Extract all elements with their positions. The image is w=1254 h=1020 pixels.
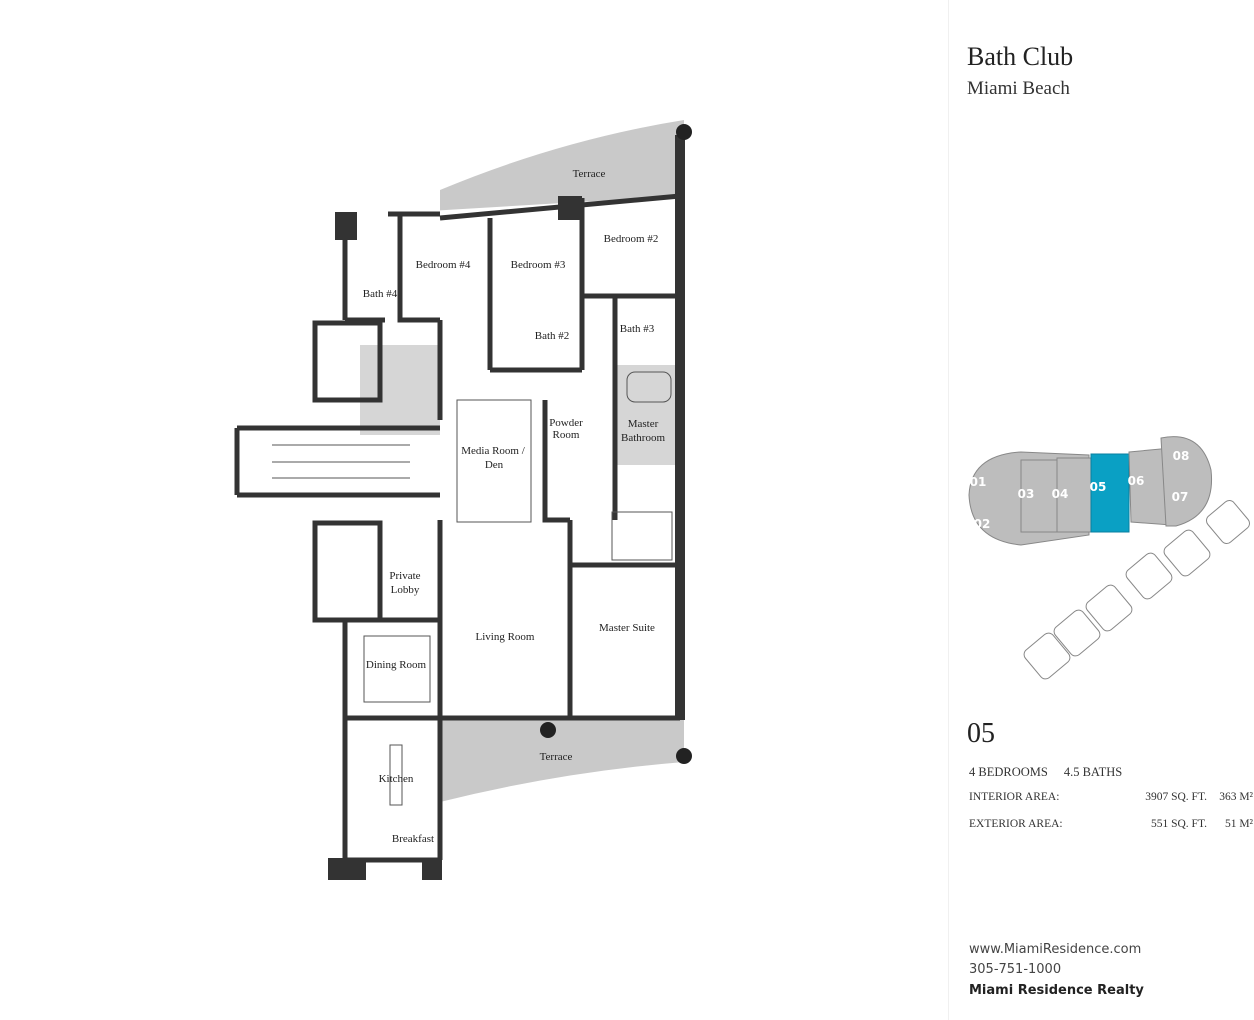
baths: 4.5 BATHS bbox=[1063, 765, 1123, 779]
label-breakfast: Breakfast bbox=[392, 833, 434, 845]
keyplan-unit-04: 04 bbox=[1052, 487, 1069, 501]
bedrooms: 4 BEDROOMS bbox=[969, 765, 1048, 779]
keyplan-unit-05: 05 bbox=[1090, 480, 1107, 494]
exterior-m2: 51 M² bbox=[1224, 818, 1253, 830]
label-bedroom-4: Bedroom #4 bbox=[416, 259, 471, 271]
label-kitchen: Kitchen bbox=[379, 773, 414, 785]
label-bath-4: Bath #4 bbox=[363, 288, 398, 300]
keyplan-unit-01: 01 bbox=[970, 475, 987, 489]
label-bedroom-2: Bedroom #2 bbox=[604, 233, 659, 245]
label-media-room: Media Room / bbox=[461, 445, 525, 457]
unit-number: 05 bbox=[967, 718, 995, 749]
interior-sqft: 3907 SQ. FT. bbox=[1145, 791, 1207, 803]
exterior-label: EXTERIOR AREA: bbox=[969, 818, 1063, 830]
label-master-bathroom: Master bbox=[628, 418, 659, 430]
interior-m2: 363 M² bbox=[1219, 791, 1253, 803]
keyplan-unit-03: 03 bbox=[1018, 487, 1035, 501]
info-panel: Bath Club Miami Beach 01 02 03 04 05 06 … bbox=[948, 0, 1254, 1020]
interior-label: INTERIOR AREA: bbox=[969, 791, 1060, 803]
label-den: Den bbox=[485, 459, 504, 471]
label-bedroom-3: Bedroom #3 bbox=[511, 259, 566, 271]
keyplan-unit-08: 08 bbox=[1173, 449, 1190, 463]
terrace-top bbox=[440, 120, 684, 216]
label-powder-room: Powder bbox=[549, 417, 583, 429]
label-private-lobby-2: Lobby bbox=[391, 584, 420, 596]
website-link[interactable]: www.MiamiResidence.com bbox=[969, 942, 1142, 957]
label-master-bathroom-2: Bathroom bbox=[621, 432, 665, 444]
keyplan-unit-06: 06 bbox=[1128, 474, 1145, 488]
building-location: Miami Beach bbox=[967, 78, 1070, 99]
walls bbox=[234, 135, 685, 863]
exterior-area-row: EXTERIOR AREA: 551 SQ. FT. 51 M² bbox=[969, 818, 1254, 830]
label-private-lobby: Private bbox=[389, 570, 420, 582]
unit-05-highlight bbox=[1090, 453, 1130, 533]
label-master-suite: Master Suite bbox=[599, 622, 655, 634]
label-terrace-bottom: Terrace bbox=[540, 751, 573, 763]
phone-number[interactable]: 305-751-1000 bbox=[969, 962, 1062, 977]
label-terrace-top: Terrace bbox=[573, 168, 606, 180]
label-bath-2: Bath #2 bbox=[535, 330, 570, 342]
unit-summary: 4 BEDROOMS 4.5 BATHS bbox=[969, 765, 1122, 780]
terrace-bottom bbox=[440, 718, 684, 802]
company-name: Miami Residence Realty bbox=[969, 983, 1144, 998]
keyplan-unit-07: 07 bbox=[1172, 490, 1189, 504]
label-living-room: Living Room bbox=[476, 631, 535, 643]
interior-area-row: INTERIOR AREA: 3907 SQ. FT. 363 M² bbox=[969, 791, 1254, 803]
building-name: Bath Club bbox=[967, 42, 1074, 71]
label-powder-room-2: Room bbox=[553, 429, 580, 441]
key-plan: 01 02 03 04 05 06 07 08 bbox=[968, 436, 1250, 680]
exterior-sqft: 551 SQ. FT. bbox=[1150, 818, 1207, 830]
label-dining-room: Dining Room bbox=[366, 659, 427, 671]
keyplan-unit-02: 02 bbox=[974, 517, 991, 531]
label-bath-3: Bath #3 bbox=[620, 323, 655, 335]
floor-plan: Terrace Bedroom #4 Bedroom #3 Bedroom #2… bbox=[234, 120, 692, 880]
